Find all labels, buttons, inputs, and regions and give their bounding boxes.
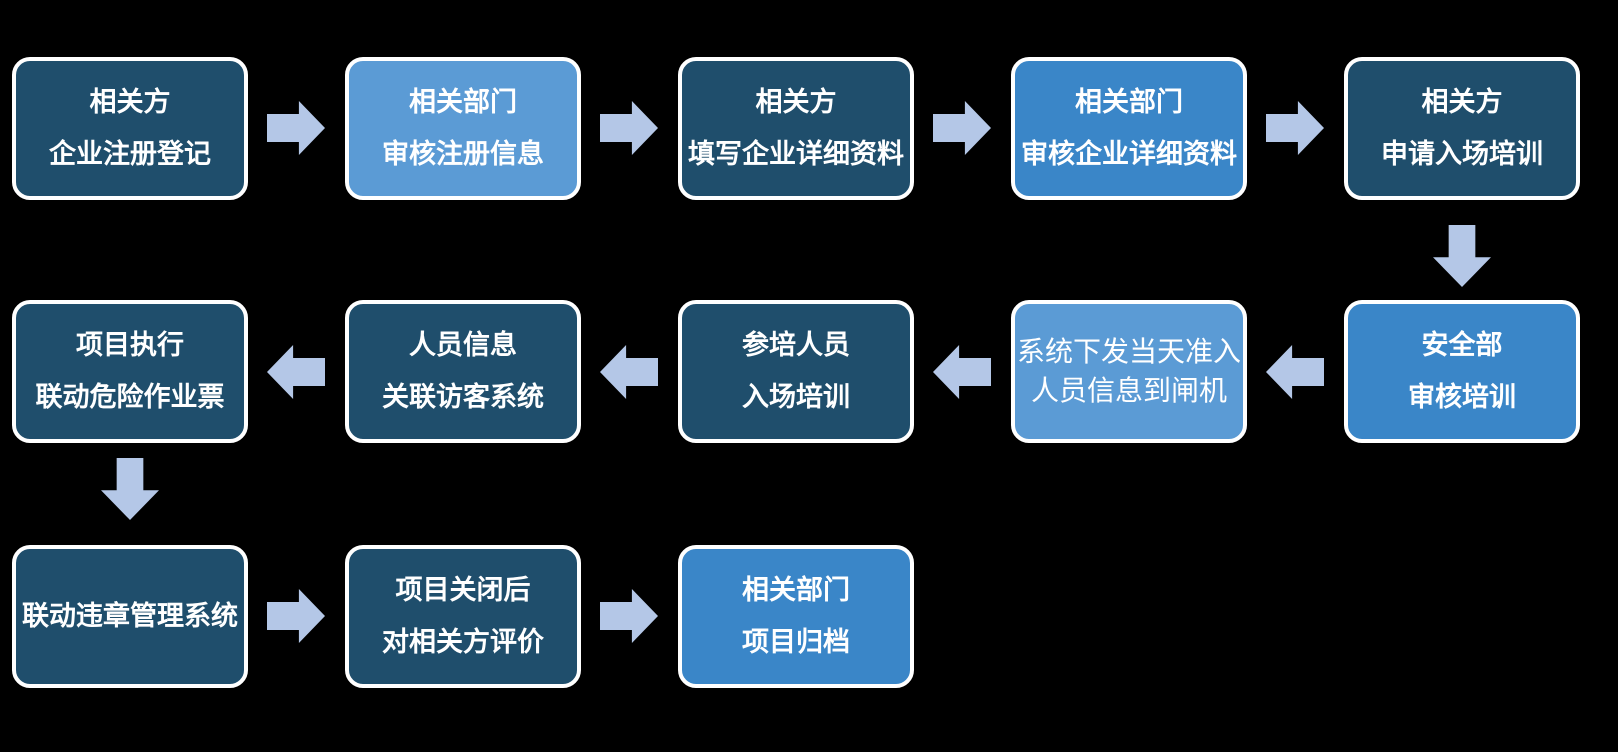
node-line: 人员信息 [409,330,517,361]
flow-node-apply-entry-training: 相关方 申请入场培训 [1344,57,1580,200]
node-line: 企业注册登记 [49,138,211,169]
node-line: 项目执行 [76,330,184,361]
node-line: 相关部门 [409,87,517,118]
node-line: 相关方 [89,87,171,118]
node-line: 相关部门 [742,575,850,606]
node-line: 申请入场培训 [1381,138,1543,169]
flow-node-trainee-entry-training: 参培人员 入场培训 [678,300,914,443]
down-arrow-icon [1433,225,1491,287]
node-line: 人员信息到闸机 [1030,374,1227,406]
flow-node-system-send-gate-info: 系统下发当天准入 人员信息到闸机 [1011,300,1247,443]
right-arrow-icon [933,101,991,155]
right-arrow-icon [1266,101,1324,155]
node-line: 相关方 [755,87,837,118]
node-line: 参培人员 [742,330,850,361]
flow-node-personnel-visitor-system: 人员信息 关联访客系统 [345,300,581,443]
flow-node-review-registration: 相关部门 审核注册信息 [345,57,581,200]
flow-node-project-execution-work-permit: 项目执行 联动危险作业票 [12,300,248,443]
flow-node-safety-dept-review-training: 安全部 审核培训 [1344,300,1580,443]
down-arrow-icon [101,458,159,520]
flow-node-violation-management-system: 联动违章管理系统 [12,545,248,688]
node-line: 相关方 [1421,87,1503,118]
node-line: 审核企业详细资料 [1021,138,1237,169]
left-arrow-icon [933,345,991,399]
node-line: 项目关闭后 [395,575,531,606]
flow-node-post-closure-evaluation: 项目关闭后 对相关方评价 [345,545,581,688]
right-arrow-icon [267,101,325,155]
right-arrow-icon [267,589,325,643]
node-line: 关联访客系统 [382,381,544,412]
node-line: 安全部 [1421,330,1503,361]
right-arrow-icon [600,589,658,643]
node-line: 联动危险作业票 [35,381,225,412]
node-line: 联动违章管理系统 [22,600,238,631]
node-line: 项目归档 [742,626,850,657]
node-line: 相关部门 [1075,87,1183,118]
right-arrow-icon [600,101,658,155]
flow-node-review-enterprise-details: 相关部门 审核企业详细资料 [1011,57,1247,200]
node-line: 审核培训 [1408,381,1516,412]
left-arrow-icon [1266,345,1324,399]
flow-node-enterprise-registration: 相关方 企业注册登记 [12,57,248,200]
flow-node-project-archive: 相关部门 项目归档 [678,545,914,688]
left-arrow-icon [267,345,325,399]
node-line: 系统下发当天准入 [1017,336,1242,368]
left-arrow-icon [600,345,658,399]
node-line: 填写企业详细资料 [688,138,904,169]
node-line: 审核注册信息 [382,138,544,169]
node-line: 对相关方评价 [382,626,544,657]
node-line: 入场培训 [742,381,850,412]
flow-node-fill-enterprise-details: 相关方 填写企业详细资料 [678,57,914,200]
